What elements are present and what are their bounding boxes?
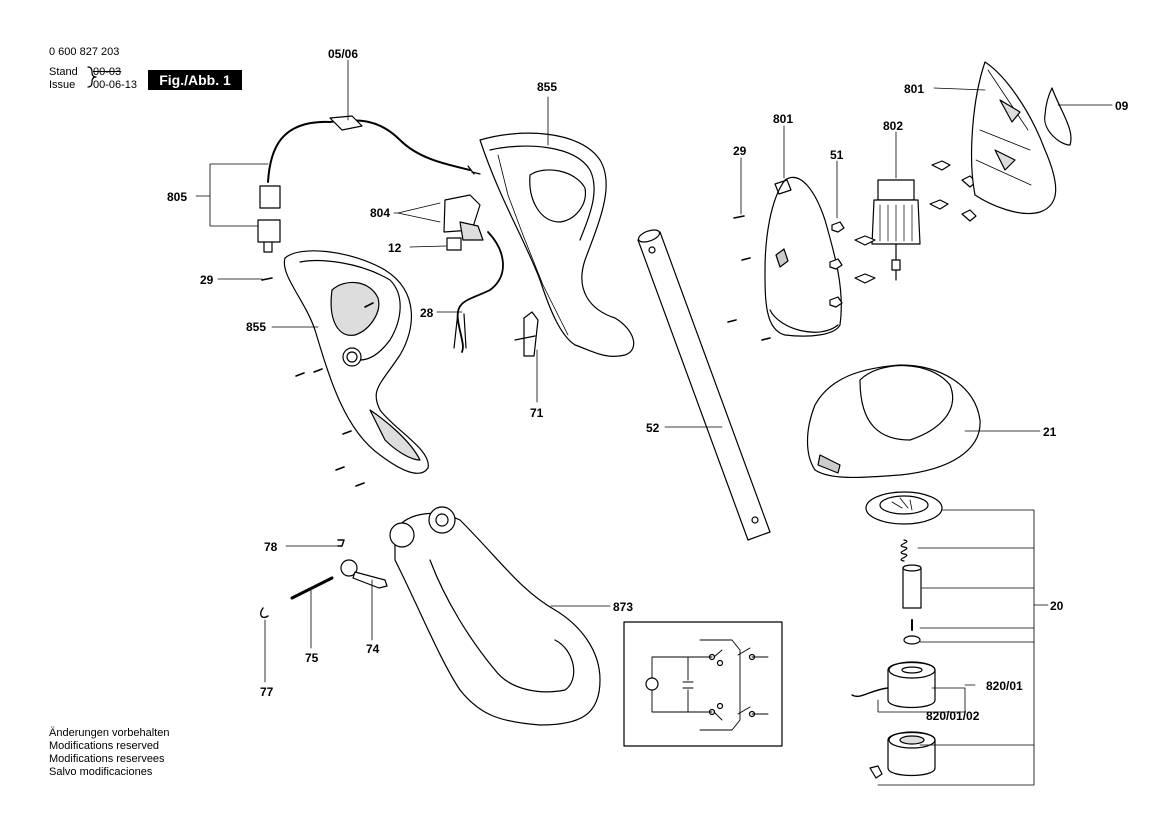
label-855-left: 855 (246, 320, 267, 334)
spool-assembly-20 (851, 491, 1049, 786)
note-de: Änderungen vorbehalten (49, 727, 170, 739)
label-74: 74 (366, 642, 380, 656)
cable-28 (436, 231, 504, 353)
label-855-right: 855 (537, 80, 558, 94)
part-71 (514, 311, 539, 403)
note-es: Salvo modificaciones (49, 766, 153, 778)
screws-left (217, 277, 374, 487)
label-801-right: 801 (904, 82, 925, 96)
note-fr: Modifications reservees (49, 753, 165, 765)
stand-value: 00-03 (93, 66, 122, 78)
label-78: 78 (264, 540, 278, 554)
label-29-left: 29 (200, 273, 214, 287)
label-873: 873 (613, 600, 634, 614)
label-29-middle: 29 (733, 144, 747, 158)
housing-half-right (479, 96, 635, 357)
guard-21 (806, 364, 1041, 479)
label-09: 09 (1115, 99, 1129, 113)
label-802: 802 (883, 119, 904, 133)
header-brace (87, 66, 97, 88)
screws-middle (727, 157, 771, 341)
handle-873 (389, 506, 611, 726)
part-09 (1044, 87, 1113, 146)
label-820-01: 820/01 (986, 679, 1023, 693)
power-cable (267, 59, 481, 183)
label-21: 21 (1043, 425, 1057, 439)
modification-notes: Änderungen vorbehalten Modifications res… (49, 727, 169, 779)
switch-804 (393, 194, 484, 251)
stand-label: Stand (49, 66, 78, 78)
circuit-diagram (623, 621, 783, 747)
housing-half-left (271, 250, 429, 474)
label-51: 51 (830, 148, 844, 162)
label-820-01-02: 820/01/02 (926, 709, 980, 723)
issue-label: Issue (49, 79, 76, 91)
housing-801-right (933, 61, 1057, 215)
armature-802 (871, 131, 921, 281)
label-28: 28 (420, 306, 434, 320)
issue-value: 00-06-13 (93, 79, 138, 91)
label-805: 805 (167, 190, 188, 204)
label-804: 804 (370, 206, 391, 220)
label-71: 71 (530, 406, 544, 420)
label-05-06: 05/06 (328, 47, 359, 61)
label-52: 52 (646, 421, 660, 435)
small-parts (260, 539, 388, 683)
figure-badge: Fig./Abb. 1 (148, 70, 242, 90)
switch-part-805 (195, 163, 281, 253)
label-75: 75 (305, 651, 319, 665)
label-801-middle: 801 (773, 112, 794, 126)
note-en: Modifications reserved (49, 740, 160, 752)
tube-52 (637, 229, 771, 541)
magnets-51 (829, 160, 845, 308)
motor-housing-801 (764, 125, 842, 337)
label-12: 12 (388, 241, 402, 255)
doc-number: 0 600 827 203 (49, 46, 120, 58)
label-20: 20 (1050, 599, 1064, 613)
label-77: 77 (260, 685, 274, 699)
